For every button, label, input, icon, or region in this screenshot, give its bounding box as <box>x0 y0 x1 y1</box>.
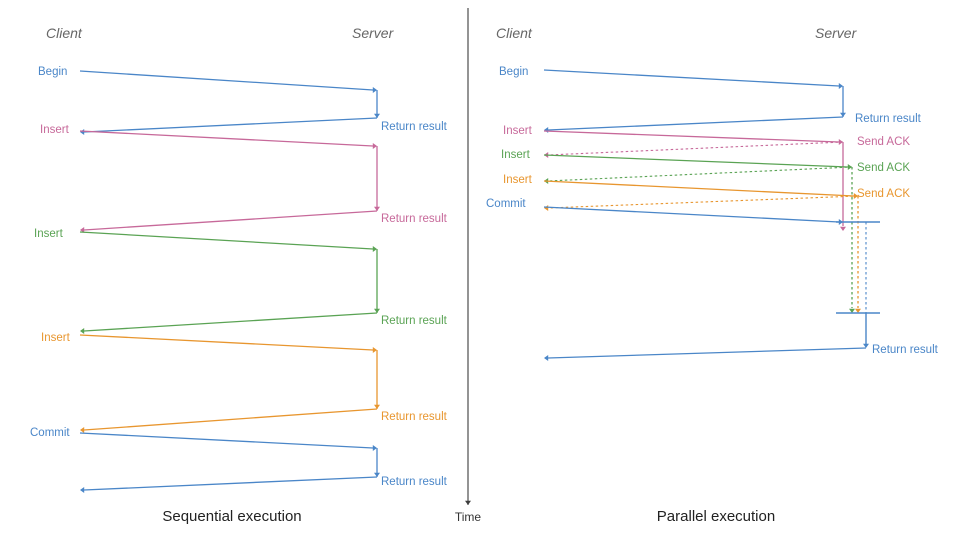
arrowhead-icon <box>372 143 377 149</box>
message-arrow-request <box>79 231 374 250</box>
lane-header-client: Client <box>496 25 533 41</box>
message-arrow-response <box>83 117 378 133</box>
arrowhead-icon <box>855 308 861 313</box>
message-arrow-response <box>83 312 378 332</box>
message-label-request: Begin <box>38 66 67 78</box>
message-label-ack: Send ACK <box>857 162 910 174</box>
message-arrow-request <box>543 69 840 87</box>
message-label-response: Return result <box>381 411 448 423</box>
message-label-request: Insert <box>503 174 533 186</box>
message-arrow-request <box>79 432 374 449</box>
arrowhead-icon <box>372 445 377 451</box>
message-arrow-response <box>547 347 867 359</box>
message-arrow-response <box>83 476 378 491</box>
message-label-request: Begin <box>499 66 528 78</box>
message-label-request: Insert <box>501 149 531 161</box>
message-arrow-ack <box>547 166 853 182</box>
message-label-response: Return result <box>855 113 922 125</box>
message-label-response: Return result <box>381 315 448 327</box>
message-arrow-request <box>79 130 374 147</box>
message-label-ack: Send ACK <box>857 136 910 148</box>
message-arrow-request <box>543 130 840 143</box>
lane-header-client: Client <box>46 25 83 41</box>
panel-caption: Sequential execution <box>162 508 301 525</box>
arrowhead-icon <box>838 83 843 89</box>
message-arrow-response <box>547 116 844 131</box>
arrowhead-icon <box>80 129 85 135</box>
message-label-request: Insert <box>503 125 533 137</box>
message-label-response: Return result <box>381 213 448 225</box>
message-label-request: Insert <box>34 228 64 240</box>
arrowhead-icon <box>372 87 377 93</box>
message-arrow-request <box>79 334 374 351</box>
message-label-request: Commit <box>30 427 70 439</box>
message-label-response: Return result <box>381 476 448 488</box>
arrowhead-icon <box>374 472 380 477</box>
message-arrow-request <box>79 70 374 91</box>
message-arrow-response <box>83 210 378 231</box>
arrowhead-icon <box>80 328 85 334</box>
arrowhead-icon <box>80 227 85 233</box>
arrowhead-icon <box>840 112 846 117</box>
time-axis-arrow-icon <box>465 500 471 505</box>
arrowhead-icon <box>544 127 549 133</box>
arrowhead-icon <box>80 487 85 493</box>
arrowhead-icon <box>374 113 380 118</box>
message-arrow-request <box>543 206 840 223</box>
arrowhead-icon <box>544 355 549 361</box>
panel-caption: Parallel execution <box>657 508 775 525</box>
arrowhead-icon <box>849 308 855 313</box>
message-arrow-response <box>83 408 378 431</box>
message-label-request: Insert <box>40 124 70 136</box>
message-arrow-request <box>543 154 849 168</box>
arrowhead-icon <box>374 206 380 211</box>
arrowhead-icon <box>374 404 380 409</box>
time-axis-label: Time <box>455 510 482 524</box>
lane-header-server: Server <box>352 25 395 41</box>
message-arrow-ack <box>547 141 844 156</box>
arrowhead-icon <box>374 308 380 313</box>
message-arrow-ack <box>547 195 859 209</box>
message-label-response: Return result <box>381 121 448 133</box>
message-label-response: Return result <box>872 344 939 356</box>
arrowhead-icon <box>544 205 549 211</box>
arrowhead-icon <box>863 343 869 348</box>
arrowhead-icon <box>372 347 377 353</box>
lane-header-server: Server <box>815 25 858 41</box>
arrowhead-icon <box>80 427 85 433</box>
arrowhead-icon <box>372 246 377 252</box>
arrowhead-icon <box>840 226 846 231</box>
message-arrow-request <box>543 180 855 197</box>
message-label-request: Commit <box>486 198 526 210</box>
message-label-ack: Send ACK <box>857 188 910 200</box>
message-label-request: Insert <box>41 332 71 344</box>
